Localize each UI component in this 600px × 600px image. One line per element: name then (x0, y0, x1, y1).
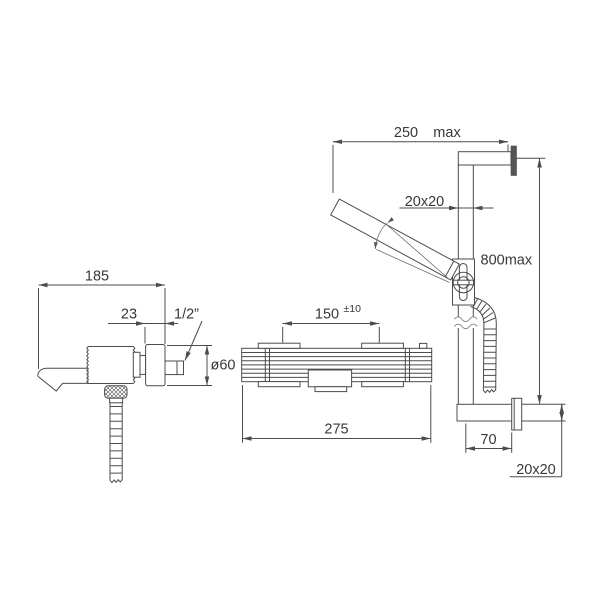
dim-inlet-centers: 150 ±10 (282, 303, 380, 343)
end-caps (264, 348, 410, 382)
spout (37, 367, 89, 392)
wall-flange (145, 344, 166, 387)
thread-callout: 1/2” (174, 307, 203, 361)
top-arm (457, 151, 512, 166)
dim-label-diam60: ø60 (211, 358, 236, 374)
slider-knob-outer (452, 271, 475, 294)
dim-max-height: 800max (481, 157, 546, 405)
shower-hose (470, 297, 497, 394)
wall-bracket-top (510, 145, 517, 176)
mount-lug-top-left (257, 342, 301, 349)
mixer-front-profile (241, 342, 433, 393)
thread-label: 1/2” (174, 307, 199, 323)
rail-view: 250 max 800max 20x20 (330, 125, 566, 478)
side-view: 185 23 1/2” ø60 (37, 269, 236, 484)
mount-lug-top-right (361, 342, 404, 349)
center-outlet-nose (314, 386, 348, 393)
mixer-side-profile (37, 344, 184, 484)
front-view: 150 ±10 275 (241, 303, 433, 443)
shower-handset (330, 198, 460, 281)
dim-max-reach: 250 max (332, 125, 509, 193)
wall-bracket-bottom (511, 397, 523, 431)
dim-wall-offset: 23 (108, 307, 178, 344)
slider-knob-inner (457, 276, 470, 289)
dim-label-20x20-bottom: 20x20 (516, 462, 556, 478)
dim-tube-section-bottom: 20x20 (509, 403, 566, 478)
connector-collar (139, 355, 147, 375)
dim-total-depth: 185 (38, 269, 166, 369)
center-outlet-block (307, 369, 353, 388)
dim-label-150-tolerance: ±10 (344, 303, 362, 315)
dim-tube-section-top: 20x20 (399, 194, 494, 211)
rail-tube (457, 165, 474, 405)
dim-label-800max: 800max (481, 253, 533, 269)
slider-lock-bar (452, 279, 475, 286)
connector-nut (132, 351, 141, 378)
mount-lug-bottom-left (257, 381, 301, 388)
dim-label-250-max: max (433, 125, 461, 141)
dim-label-150: 150 (315, 307, 339, 323)
slide-bar-assembly (330, 145, 523, 431)
dim-overall-width: 275 (242, 385, 432, 443)
knurl-edge-left (86, 346, 89, 384)
rail-break-lines (453, 316, 478, 330)
dim-label-250: 250 (394, 125, 418, 141)
dim-label-185: 185 (85, 269, 109, 285)
bottom-arm (456, 403, 513, 422)
dim-flange-diameter: ø60 (167, 345, 236, 386)
thread-pipe (164, 360, 184, 376)
dim-label-275: 275 (324, 422, 348, 438)
body-ribs (241, 352, 432, 378)
knurled-hose-nut (104, 385, 128, 399)
hose-break-line (483, 388, 497, 394)
dim-label-70: 70 (480, 432, 496, 448)
hose-collar (109, 397, 124, 404)
hose-break-line (109, 478, 123, 484)
mount-lug-bottom-right (361, 381, 404, 388)
dim-bottom-offset: 70 (465, 423, 513, 453)
flexible-hose (109, 402, 123, 484)
mixer-body (88, 346, 134, 384)
end-button (419, 342, 428, 349)
dim-label-23: 23 (121, 307, 137, 323)
swivel-indicator (373, 217, 450, 283)
dim-label-20x20-top: 20x20 (405, 194, 445, 210)
